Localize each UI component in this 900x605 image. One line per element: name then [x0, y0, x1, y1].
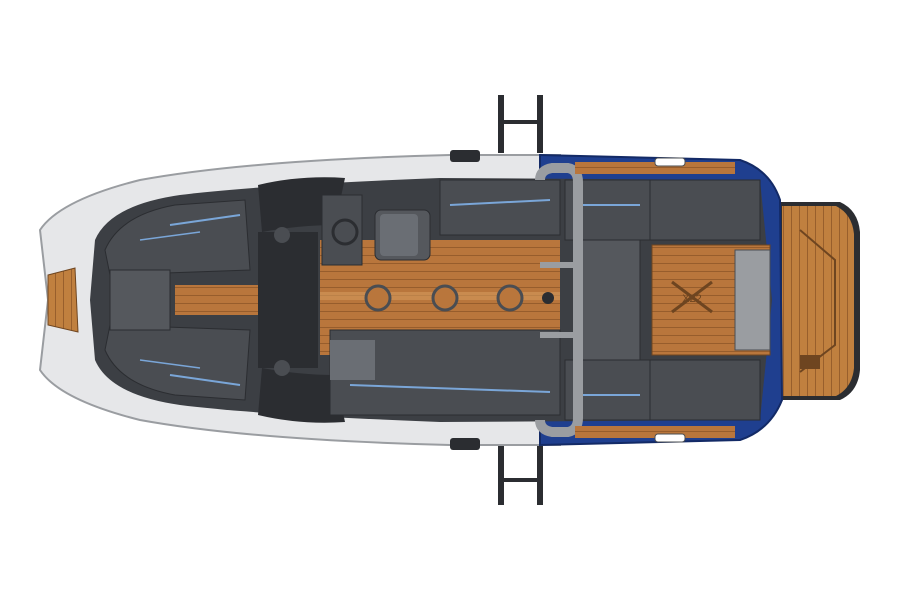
- swim-platform-badge: [800, 355, 820, 369]
- tower-leg-top: [498, 95, 543, 153]
- rear-sunpad: X22: [651, 244, 771, 356]
- tow-tower: [535, 163, 583, 437]
- bow-walkway: [175, 285, 260, 315]
- cleats: [450, 150, 686, 450]
- transom-logo: X22: [682, 293, 702, 305]
- swim-platform: [778, 202, 860, 400]
- gunwale-teak-top: [575, 162, 735, 174]
- bow-seating: [104, 199, 251, 401]
- tower-leg-bottom: [498, 445, 543, 505]
- steering-wheel-icon: [331, 218, 359, 246]
- gunwale-teak-bottom: [575, 426, 735, 438]
- bow-teak: [47, 267, 79, 333]
- mid-seating: [329, 179, 561, 416]
- cup-holders: [364, 284, 524, 312]
- helm: [321, 194, 431, 266]
